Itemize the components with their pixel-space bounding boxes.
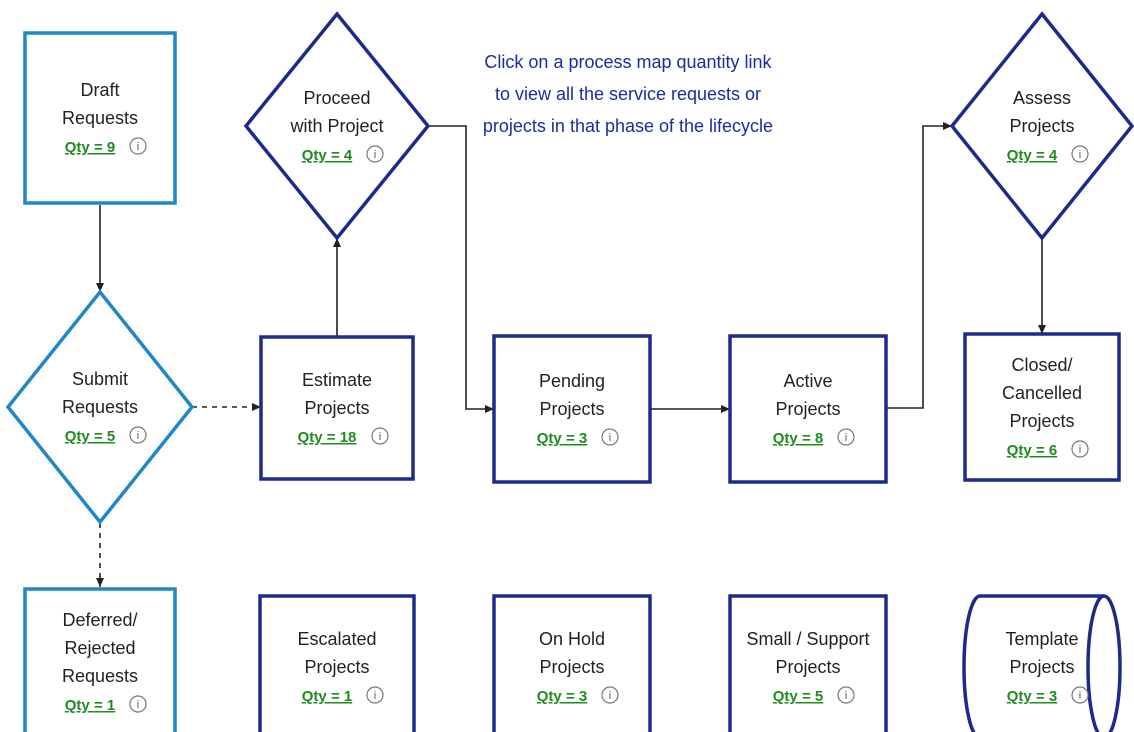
svg-text:i: i bbox=[1079, 444, 1081, 456]
node-submit-label: Submit bbox=[72, 369, 128, 389]
node-closed-label: Projects bbox=[1009, 411, 1074, 431]
info-icon[interactable]: i bbox=[371, 427, 389, 445]
node-draft-shape bbox=[23, 31, 177, 205]
qty-link-active[interactable]: Qty = 8 bbox=[773, 430, 823, 447]
qty-link-small[interactable]: Qty = 5 bbox=[773, 688, 823, 705]
svg-text:i: i bbox=[374, 690, 376, 702]
qty-link-draft[interactable]: Qty = 9 bbox=[65, 139, 115, 156]
qty-link-closed[interactable]: Qty = 6 bbox=[1007, 442, 1057, 459]
qty-link-pending[interactable]: Qty = 3 bbox=[537, 430, 587, 447]
svg-text:i: i bbox=[137, 699, 139, 711]
node-small-label: Projects bbox=[775, 657, 840, 677]
qty-link-template[interactable]: Qty = 3 bbox=[1007, 688, 1057, 705]
node-deferred-label: Deferred/ bbox=[62, 610, 137, 630]
svg-text:i: i bbox=[609, 690, 611, 702]
node-closed-label: Cancelled bbox=[1002, 383, 1082, 403]
node-submit-label: Requests bbox=[62, 397, 138, 417]
qty-link-deferred[interactable]: Qty = 1 bbox=[65, 697, 115, 714]
svg-text:i: i bbox=[609, 432, 611, 444]
info-icon[interactable]: i bbox=[1071, 440, 1089, 458]
node-pending-label: Pending bbox=[539, 371, 605, 391]
instructions-text: Click on a process map quantity link to … bbox=[482, 52, 774, 136]
info-icon[interactable]: i bbox=[601, 686, 619, 704]
info-icon[interactable]: i bbox=[366, 145, 384, 163]
qty-link-estimate[interactable]: Qty = 18 bbox=[298, 429, 357, 446]
node-closed-label: Closed/ bbox=[1011, 355, 1072, 375]
node-small-label: Small / Support bbox=[746, 629, 869, 649]
node-submit-shape bbox=[5, 289, 195, 525]
node-onhold-label: On Hold bbox=[539, 629, 605, 649]
qty-link-onhold[interactable]: Qty = 3 bbox=[537, 688, 587, 705]
svg-text:i: i bbox=[374, 149, 376, 161]
info-icon[interactable]: i bbox=[601, 428, 619, 446]
info-icon[interactable]: i bbox=[837, 686, 855, 704]
info-icon[interactable]: i bbox=[366, 686, 384, 704]
svg-text:i: i bbox=[1079, 690, 1081, 702]
svg-text:i: i bbox=[137, 141, 139, 153]
connector-proceed-to-pending bbox=[428, 125, 494, 413]
node-small-shape bbox=[728, 594, 888, 732]
qty-link-assess[interactable]: Qty = 4 bbox=[1007, 147, 1058, 164]
node-onhold-shape bbox=[492, 594, 652, 732]
connector-active-to-assess bbox=[887, 122, 952, 409]
node-draft-label: Draft bbox=[80, 80, 119, 100]
qty-link-proceed[interactable]: Qty = 4 bbox=[302, 147, 353, 164]
node-draft-label: Requests bbox=[62, 108, 138, 128]
svg-text:i: i bbox=[845, 432, 847, 444]
node-deferred-label: Requests bbox=[62, 666, 138, 686]
node-escalated-shape bbox=[258, 594, 416, 732]
info-icon[interactable]: i bbox=[1071, 145, 1089, 163]
node-pending-shape bbox=[492, 334, 652, 484]
node-proceed-label: with Project bbox=[289, 116, 383, 136]
node-onhold-label: Projects bbox=[539, 657, 604, 677]
node-assess-label: Assess bbox=[1013, 88, 1071, 108]
node-active-shape bbox=[728, 334, 888, 484]
node-template-label: Projects bbox=[1009, 657, 1074, 677]
node-deferred-shape bbox=[23, 587, 177, 732]
qty-link-submit[interactable]: Qty = 5 bbox=[65, 428, 115, 445]
node-proceed-shape bbox=[243, 11, 431, 241]
node-proceed-label: Proceed bbox=[303, 88, 370, 108]
node-deferred-label: Rejected bbox=[64, 638, 135, 658]
info-icon[interactable]: i bbox=[837, 428, 855, 446]
node-active-label: Projects bbox=[775, 399, 840, 419]
connectors bbox=[96, 122, 1046, 587]
node-template-label: Template bbox=[1005, 629, 1078, 649]
node-assess-label: Projects bbox=[1009, 116, 1074, 136]
node-estimate-label: Projects bbox=[304, 398, 369, 418]
svg-text:i: i bbox=[1079, 149, 1081, 161]
svg-text:i: i bbox=[845, 690, 847, 702]
node-closed-shape bbox=[963, 332, 1121, 482]
qty-link-escalated[interactable]: Qty = 1 bbox=[302, 688, 352, 705]
node-estimate-label: Estimate bbox=[302, 370, 372, 390]
info-icon[interactable]: i bbox=[129, 426, 147, 444]
node-escalated-label: Escalated bbox=[297, 629, 376, 649]
node-assess-shape bbox=[949, 11, 1134, 241]
info-icon[interactable]: i bbox=[129, 137, 147, 155]
node-estimate-shape bbox=[259, 335, 415, 481]
node-escalated-label: Projects bbox=[304, 657, 369, 677]
node-pending-label: Projects bbox=[539, 399, 604, 419]
info-icon[interactable]: i bbox=[1071, 686, 1089, 704]
svg-text:i: i bbox=[379, 431, 381, 443]
info-icon[interactable]: i bbox=[129, 695, 147, 713]
svg-text:i: i bbox=[137, 430, 139, 442]
node-active-label: Active bbox=[783, 371, 832, 391]
